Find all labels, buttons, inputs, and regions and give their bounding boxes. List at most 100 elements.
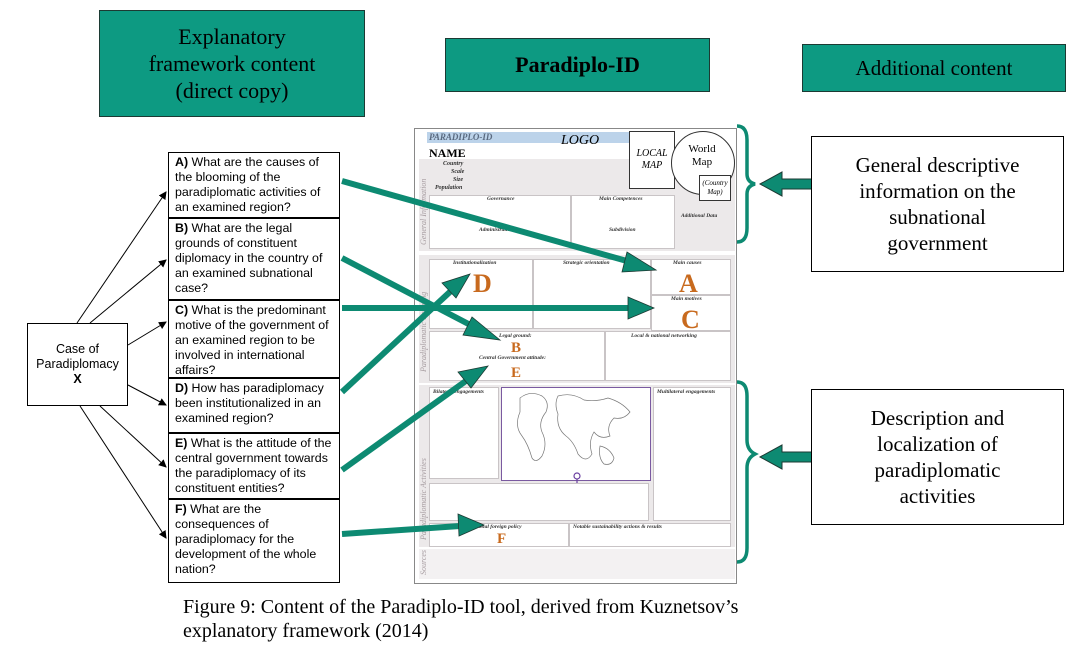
side-arrows xyxy=(758,171,813,470)
local-map-line-2: MAP xyxy=(641,160,663,171)
world-map-sketch xyxy=(517,393,631,465)
letter-c: C xyxy=(681,305,700,334)
question-text: What are the causes of the blooming of t… xyxy=(175,155,321,214)
bilateral-label: Bilateral engagements xyxy=(433,389,484,395)
caption-line-2: explanatory framework (2014) xyxy=(183,620,429,642)
country-map-line-1: (Country xyxy=(702,179,728,187)
document-banner-label: PARADIPLO-ID xyxy=(429,132,493,142)
general-info-line-1: General descriptive xyxy=(855,153,1020,177)
bracket-top xyxy=(736,124,756,244)
question-box-b: B) What are the legal grounds of constit… xyxy=(168,218,340,300)
question-box-a: A) What are the causes of the blooming o… xyxy=(168,152,340,218)
question-box-c: C) What is the predominant motive of the… xyxy=(168,300,340,378)
general-info-line-4: government xyxy=(887,231,988,255)
local-map-line-1: LOCAL xyxy=(636,148,668,159)
paradiplo-id-document: PARADIPLO-ID LOGO NAME Country Scale Siz… xyxy=(414,128,737,584)
arrowhead-d xyxy=(441,273,471,299)
side-label-general: General Information xyxy=(419,179,428,245)
field-scale: Scale xyxy=(451,169,465,175)
header-additional-content: Additional content xyxy=(802,44,1066,92)
world-map-line-1: World xyxy=(688,143,716,155)
main-causes-cell xyxy=(651,259,731,295)
arrowhead-a xyxy=(621,251,658,273)
question-letter: B) xyxy=(175,221,189,235)
header-left-line-3: (direct copy) xyxy=(175,78,289,103)
case-line-1: Case of xyxy=(55,342,100,356)
question-text: How has paradiplomacy been institutional… xyxy=(175,381,324,425)
header-left-line-2: framework content xyxy=(148,51,316,76)
header-right-label: Additional content xyxy=(855,55,1013,80)
subdivision-label: Subdivision xyxy=(609,227,636,233)
general-info-line-3: subnational xyxy=(889,205,986,229)
field-country: Country xyxy=(443,161,464,167)
document-side-labels: General Information Paradiplomatic Frami… xyxy=(419,179,428,575)
letter-d: D xyxy=(473,269,492,298)
question-letter: C) xyxy=(175,303,189,317)
country-map-box: (Country Map) xyxy=(699,175,731,201)
institutionalization-label: Institutionalization xyxy=(453,260,497,266)
document-banner: PARADIPLO-ID xyxy=(427,132,675,143)
mapping-arrows xyxy=(339,178,635,537)
bracket-bottom xyxy=(736,380,759,564)
additional-data-label: Additional Data xyxy=(681,213,718,219)
case-line-3: X xyxy=(73,372,82,386)
mapping-arrowheads xyxy=(441,251,658,537)
activities-line-3: paradiplomatic xyxy=(874,458,1001,482)
question-letter: F) xyxy=(175,502,187,516)
field-size: Size xyxy=(453,177,464,183)
figure-caption: Figure 9: Content of the Paradiplo-ID to… xyxy=(183,595,738,643)
main-motives-label: Main motives xyxy=(671,296,702,302)
arrow-f xyxy=(341,523,461,537)
arrow-b xyxy=(340,255,482,333)
question-box-d: D) How has paradiplomacy been institutio… xyxy=(168,378,340,433)
question-text: What are the legal grounds of constituen… xyxy=(175,221,323,295)
activities-description-box: Description and localization of paradipl… xyxy=(811,389,1064,525)
question-text: What is the attitude of the central gove… xyxy=(175,436,332,495)
header-explanatory-framework: Explanatory framework content (direct co… xyxy=(99,10,365,117)
letter-f: F xyxy=(497,531,507,547)
side-label-sources: Sources xyxy=(419,550,428,575)
arrow-a xyxy=(341,178,635,266)
document-logo: LOGO xyxy=(561,133,600,148)
world-map-label: World Map xyxy=(677,143,727,169)
governance-label: Governance xyxy=(487,196,515,202)
arrow-e xyxy=(340,375,472,473)
central-gov-attitude-label: Central Government attitude: xyxy=(479,355,546,361)
main-competences-label: Main Competences xyxy=(599,196,643,202)
letter-a: A xyxy=(679,269,698,298)
caption-line-1: Figure 9: Content of the Paradiplo-ID to… xyxy=(183,596,739,618)
curly-brackets xyxy=(736,124,759,564)
side-label-framing: Paradiplomatic Framing xyxy=(419,292,428,373)
local-map-box: LOCAL MAP xyxy=(629,131,675,189)
question-box-e: E) What is the attitude of the central g… xyxy=(168,433,340,499)
world-map-line-2: Map xyxy=(691,156,713,168)
map-continents xyxy=(517,393,631,465)
field-population: Population xyxy=(435,185,463,191)
general-info-line-2: information on the xyxy=(859,179,1016,203)
arrowhead-c xyxy=(627,296,656,320)
world-map-cell xyxy=(501,387,651,481)
strategic-orientation-label: Strategic orientation xyxy=(563,260,610,266)
country-map-line-2: Map) xyxy=(707,188,723,196)
side-arrow-top xyxy=(758,171,813,197)
case-of-paradiplomacy-box: Case of Paradiplomacy X xyxy=(27,323,128,406)
main-causes-label: Main causes xyxy=(673,260,702,266)
multilateral-label: Multilateral engagements xyxy=(657,389,716,395)
arrowhead-e xyxy=(457,365,489,389)
header-center-label: Paradiplo-ID xyxy=(515,52,640,77)
question-letter: A) xyxy=(175,155,189,169)
general-info-box: General descriptive information on the s… xyxy=(811,136,1064,272)
question-box-f: F) What are the consequences of paradipl… xyxy=(168,499,340,583)
side-label-activities: Paradiplomatic Activities xyxy=(419,458,428,541)
sustainability-cell xyxy=(569,523,731,547)
header-left-line-1: Explanatory xyxy=(178,24,286,49)
activities-line-2: localization of xyxy=(877,432,998,456)
arrowhead-b xyxy=(462,316,502,341)
question-text: What is the predominant motive of the go… xyxy=(175,303,329,377)
multilateral-cell xyxy=(653,387,731,521)
arrow-d xyxy=(339,287,455,395)
administration-label: Administration xyxy=(479,227,514,233)
legal-ground-label: Legal ground: xyxy=(499,333,532,339)
question-letter: E) xyxy=(175,436,188,450)
